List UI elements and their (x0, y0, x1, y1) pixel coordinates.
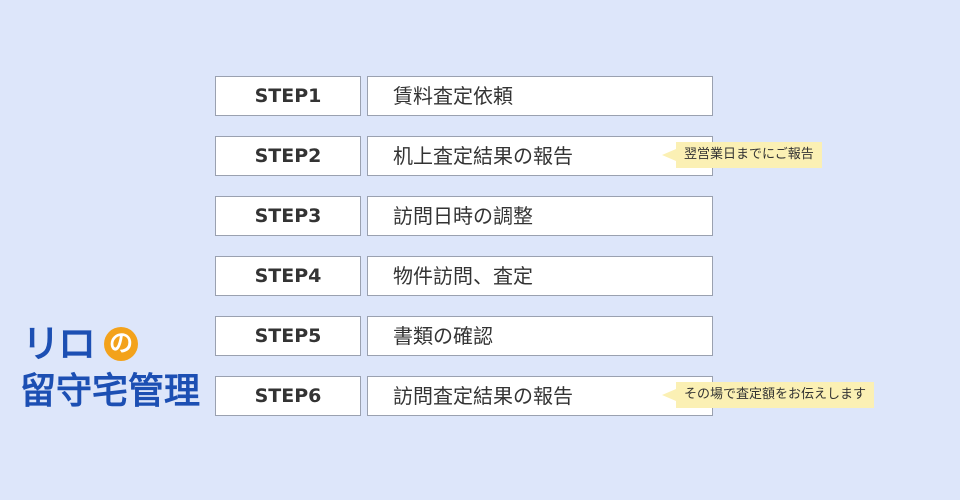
step-row-4: STEP4 物件訪問、査定 (215, 256, 715, 296)
step-description: 賃料査定依頼 (367, 76, 713, 116)
step-description: 物件訪問、査定 (367, 256, 713, 296)
logo-katakana: リロ (22, 322, 96, 366)
logo-top-line: リロ の (20, 322, 205, 366)
step-note: 翌営業日までにご報告 (662, 142, 822, 168)
step-label: STEP3 (215, 196, 361, 236)
logo-no-circle: の (104, 327, 138, 361)
step-label: STEP1 (215, 76, 361, 116)
step-note: その場で査定額をお伝えします (661, 382, 875, 408)
step-label: STEP4 (215, 256, 361, 296)
step-description: 書類の確認 (367, 316, 713, 356)
step-row-2: STEP2 机上査定結果の報告 翌営業日までにご報告 (215, 136, 822, 176)
step-row-6: STEP6 訪問査定結果の報告 その場で査定額をお伝えします (215, 376, 875, 416)
step-description: 訪問査定結果の報告 (367, 376, 713, 416)
brand-logo: リロ の 留守宅管理 (20, 322, 205, 422)
step-row-5: STEP5 書類の確認 (215, 316, 715, 356)
step-label: STEP2 (215, 136, 361, 176)
logo-service-name: 留守宅管理 (20, 371, 201, 412)
step-label: STEP6 (215, 376, 361, 416)
step-label: STEP5 (215, 316, 361, 356)
step-row-1: STEP1 賃料査定依頼 (215, 76, 715, 116)
step-description: 訪問日時の調整 (367, 196, 713, 236)
step-row-3: STEP3 訪問日時の調整 (215, 196, 715, 236)
